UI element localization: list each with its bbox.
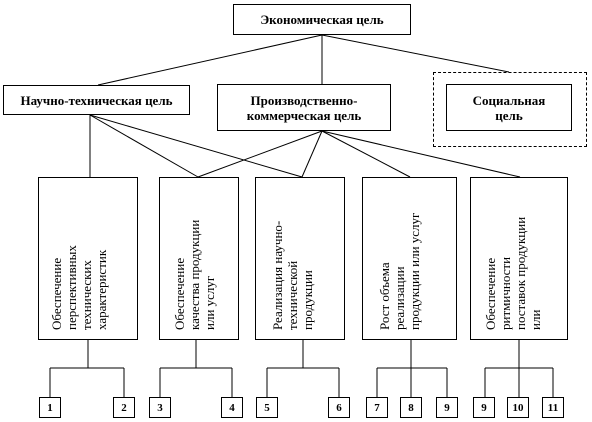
leaf-box-12: 11 (542, 397, 564, 418)
leaf-box-2: 2 (113, 397, 135, 418)
leaf-box-9: 9 (436, 397, 458, 418)
subgoal-box-1: Обеспечение перспективных технических ха… (38, 177, 138, 340)
subgoal-label-5: Обеспечение ритмичности поставок продукц… (483, 216, 543, 330)
leaf-box-1: 1 (39, 397, 61, 418)
leaf-number-12: 11 (547, 401, 559, 414)
leaf-box-7: 7 (366, 397, 388, 418)
leaf-box-5: 5 (256, 397, 278, 418)
leaf-box-10: 9 (473, 397, 495, 418)
leaf-number-6: 6 (336, 401, 342, 414)
leaf-box-8: 8 (400, 397, 422, 418)
subgoal-box-4: Рост объема реализации продукции или усл… (362, 177, 457, 340)
economic-goal-label: Экономическая цель (260, 12, 384, 27)
leaf-number-2: 2 (121, 401, 127, 414)
science-technical-goal-box: Научно-техническая цель (3, 85, 190, 115)
subgoal-label-2: Обеспечение качества продукции или услуг (172, 219, 217, 330)
subgoal-label-1: Обеспечение перспективных технических ха… (49, 245, 109, 330)
leaf-number-11: 10 (512, 401, 524, 414)
leaf-number-5: 5 (264, 401, 270, 414)
leaf-box-6: 6 (328, 397, 350, 418)
leaf-number-8: 8 (408, 401, 414, 414)
leaf-number-4: 4 (229, 401, 235, 414)
leaf-box-11: 10 (507, 397, 529, 418)
science-technical-goal-label: Научно-техническая цель (20, 92, 173, 108)
social-goal-box: Социальная цель (446, 84, 572, 131)
leaf-box-3: 3 (149, 397, 171, 418)
social-goal-label: Социальная цель (472, 92, 546, 123)
leaf-number-1: 1 (47, 401, 53, 414)
economic-goal-box: Экономическая цель (233, 4, 411, 35)
subgoal-box-3: Реализация научно- технической продукции (255, 177, 345, 340)
subgoal-box-5: Обеспечение ритмичности поставок продукц… (470, 177, 568, 340)
leaf-number-7: 7 (374, 401, 380, 414)
subgoal-label-4: Рост объема реализации продукции или усл… (377, 212, 422, 330)
leaf-number-10: 9 (481, 401, 487, 414)
leaf-box-4: 4 (221, 397, 243, 418)
production-commercial-goal-box: Производственно- коммерческая цель (217, 84, 391, 131)
subgoal-box-2: Обеспечение качества продукции или услуг (159, 177, 239, 340)
social-goal-dashed-frame (433, 72, 587, 147)
leaf-number-3: 3 (157, 401, 163, 414)
production-commercial-goal-label: Производственно- коммерческая цель (246, 92, 362, 123)
leaf-number-9: 9 (444, 401, 450, 414)
subgoal-label-3: Реализация научно- технической продукции (270, 220, 315, 330)
